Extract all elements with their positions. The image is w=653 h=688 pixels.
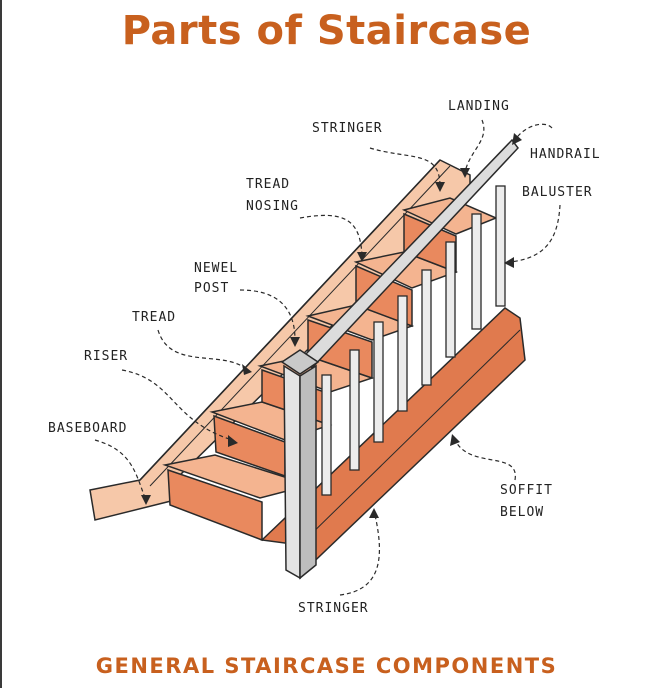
outer-stringer-line	[299, 329, 521, 546]
leader-stringer-top	[369, 147, 441, 187]
leader-tread	[157, 329, 246, 369]
leader-soffit	[454, 439, 516, 481]
balusters	[321, 185, 506, 496]
leader-baseboard	[94, 439, 146, 499]
arrow-head	[435, 182, 445, 192]
label-landing: LANDING	[448, 99, 510, 114]
leader-newel-post	[239, 289, 296, 341]
leader-handrail	[514, 123, 553, 141]
leader-riser	[121, 369, 233, 441]
arrow-head	[228, 435, 238, 447]
arrow-head	[450, 434, 460, 446]
leader-baluster	[509, 204, 561, 263]
baluster	[397, 295, 408, 412]
label-soffit-line1: SOFFIT	[500, 483, 553, 498]
baluster	[471, 213, 482, 330]
baluster	[373, 321, 384, 443]
newel-post-side	[299, 364, 317, 580]
label-stringer-bottom: STRINGER	[298, 601, 369, 616]
arrow-head	[504, 257, 514, 268]
arrow-head	[141, 495, 151, 505]
newel-post-cap	[280, 349, 320, 375]
arrow-head	[290, 337, 300, 347]
label-baluster: BALUSTER	[522, 185, 593, 200]
wall-stringer-edge-2	[149, 165, 451, 487]
arrow-head	[369, 508, 379, 518]
leader-landing	[464, 119, 485, 173]
label-newel-post-line1: NEWEL	[194, 261, 239, 276]
arrow-head	[242, 364, 252, 375]
arrow-head	[512, 133, 522, 145]
label-tread-nosing-line1: TREAD	[246, 177, 291, 192]
left-border	[0, 0, 2, 688]
label-stringer-top: STRINGER	[312, 121, 383, 136]
label-tread-nosing-line2: NOSING	[246, 199, 299, 214]
label-riser: RISER	[84, 349, 129, 364]
baluster	[421, 269, 432, 386]
leader-tread-nosing	[299, 214, 363, 256]
leader-lines	[94, 119, 561, 596]
label-handrail: HANDRAIL	[530, 147, 601, 162]
newel-post	[280, 349, 320, 580]
label-baseboard: BASEBOARD	[48, 421, 128, 436]
wall-stringer-edge	[139, 159, 441, 481]
arrow-heads	[141, 133, 522, 518]
label-newel-post-line2: POST	[194, 281, 230, 296]
baluster	[445, 241, 456, 358]
baluster	[349, 349, 360, 471]
label-tread: TREAD	[132, 310, 177, 325]
arrow-head	[357, 252, 367, 262]
label-soffit-line2: BELOW	[500, 505, 545, 520]
footer-caption: GENERAL STAIRCASE COMPONENTS	[95, 654, 558, 678]
baluster	[495, 185, 506, 307]
arrow-head	[460, 168, 470, 178]
page-title: Parts of Staircase	[121, 8, 532, 54]
baluster	[321, 374, 332, 496]
newel-post-front	[283, 364, 301, 580]
